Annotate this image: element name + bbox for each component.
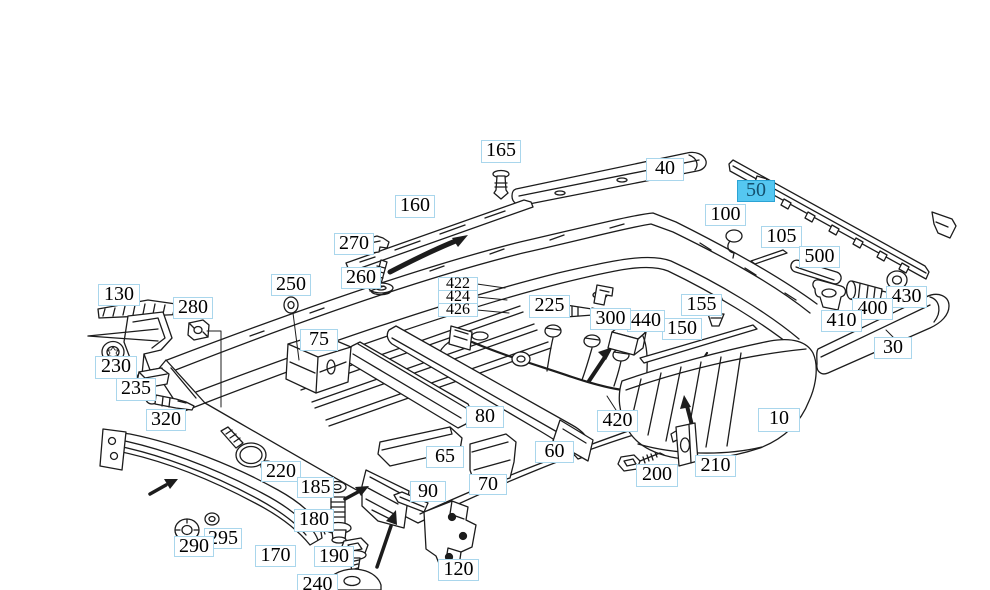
part-100-clip-art bbox=[725, 229, 743, 259]
arrow-to-bumper-edge bbox=[387, 235, 468, 275]
part-label-100[interactable]: 100 bbox=[705, 204, 746, 226]
part-label-400[interactable]: 400 bbox=[852, 298, 893, 320]
part-105-wedge-art bbox=[750, 249, 788, 265]
part-label-430[interactable]: 430 bbox=[886, 286, 927, 308]
part-label-185[interactable]: 185 bbox=[297, 477, 334, 498]
part-150-strip-art bbox=[639, 324, 758, 364]
part-label-190[interactable]: 190 bbox=[314, 546, 354, 567]
part-label-260[interactable]: 260 bbox=[341, 267, 381, 289]
part-label-500[interactable]: 500 bbox=[799, 246, 840, 268]
part-label-160[interactable]: 160 bbox=[395, 195, 435, 218]
part-300-clip-art bbox=[593, 284, 614, 306]
part-label-290[interactable]: 290 bbox=[174, 536, 214, 557]
part-label-150[interactable]: 150 bbox=[662, 318, 702, 340]
part-label-240[interactable]: 240 bbox=[297, 574, 338, 590]
part-label-280[interactable]: 280 bbox=[173, 297, 213, 319]
part-label-426[interactable]: 426 bbox=[438, 302, 478, 318]
part-label-50[interactable]: 50 bbox=[737, 180, 775, 202]
part-240-bracket-art bbox=[328, 568, 382, 590]
part-label-295[interactable]: 295 bbox=[204, 528, 242, 549]
part-295-washer-art bbox=[204, 512, 220, 526]
part-label-90[interactable]: 90 bbox=[410, 481, 446, 502]
part-280-nut-art bbox=[187, 319, 222, 408]
part-label-10[interactable]: 10 bbox=[758, 408, 800, 432]
part-label-250[interactable]: 250 bbox=[271, 274, 311, 296]
part-label-80[interactable]: 80 bbox=[466, 406, 504, 428]
part-label-65[interactable]: 65 bbox=[426, 446, 464, 468]
part-label-70[interactable]: 70 bbox=[469, 474, 507, 495]
part-label-410[interactable]: 410 bbox=[821, 310, 862, 332]
part-label-105[interactable]: 105 bbox=[761, 226, 802, 248]
part-label-420[interactable]: 420 bbox=[597, 410, 638, 432]
part-label-60[interactable]: 60 bbox=[535, 441, 574, 463]
leader-lines-moldings bbox=[476, 283, 510, 314]
part-label-440[interactable]: 440 bbox=[627, 310, 665, 332]
part-label-120[interactable]: 120 bbox=[438, 559, 479, 581]
part-label-180[interactable]: 180 bbox=[294, 509, 334, 532]
part-label-75[interactable]: 75 bbox=[300, 329, 338, 351]
part-label-40[interactable]: 40 bbox=[646, 158, 684, 181]
part-410-holder-art bbox=[812, 279, 847, 311]
arrow-to-harness bbox=[587, 347, 613, 383]
part-label-130[interactable]: 130 bbox=[98, 284, 140, 306]
part-label-200[interactable]: 200 bbox=[636, 464, 678, 487]
part-label-320[interactable]: 320 bbox=[146, 409, 186, 431]
part-label-210[interactable]: 210 bbox=[695, 455, 736, 477]
part-60-absorber-art bbox=[386, 325, 594, 462]
part-label-230[interactable]: 230 bbox=[95, 356, 137, 379]
part-label-270[interactable]: 270 bbox=[334, 233, 374, 255]
part-label-30[interactable]: 30 bbox=[874, 337, 912, 359]
arrow-to-shell-bottom bbox=[343, 486, 369, 501]
part-label-235[interactable]: 235 bbox=[116, 378, 156, 401]
part-label-220[interactable]: 220 bbox=[261, 461, 301, 482]
arrow-to-corner-bracket bbox=[375, 510, 397, 569]
part-165-rivet-art bbox=[492, 169, 510, 200]
part-30-molding-art bbox=[816, 293, 950, 375]
part-label-165[interactable]: 165 bbox=[481, 140, 521, 163]
part-120-bracket-art bbox=[393, 491, 477, 572]
arrow-to-shell-left bbox=[148, 479, 178, 496]
part-label-225[interactable]: 225 bbox=[529, 295, 570, 318]
part-label-300[interactable]: 300 bbox=[590, 308, 631, 330]
part-90-corner-bracket-art bbox=[361, 469, 410, 529]
part-label-170[interactable]: 170 bbox=[255, 545, 296, 567]
part-250-washer-art bbox=[283, 296, 300, 361]
part-label-155[interactable]: 155 bbox=[681, 294, 722, 316]
